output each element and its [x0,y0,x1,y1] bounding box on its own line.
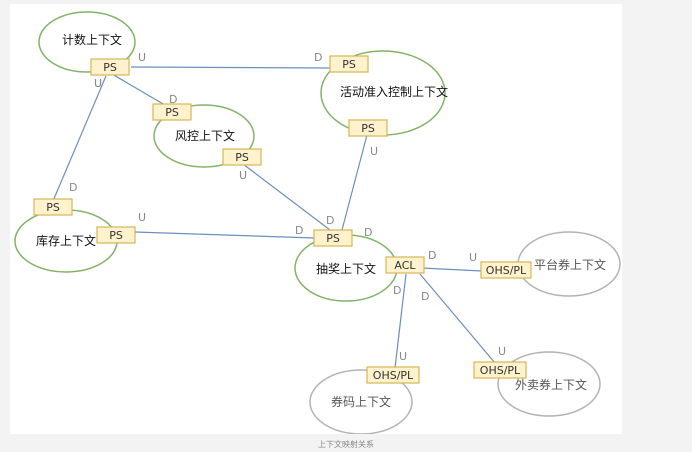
count-ps-text: PS [103,61,117,74]
risk-ps-top-text: PS [165,106,179,119]
stock-ps-right-badge[interactable] [96,226,136,244]
code-ohs-badge[interactable] [366,366,420,384]
count-access-d-label: D [314,51,322,64]
access-lottery-u-label: U [370,145,378,158]
edge-access-lottery [341,134,368,231]
lottery-code-d-label: D [393,284,401,297]
edge-stock-lottery [134,231,316,239]
access-ps-top-badge[interactable] [329,55,369,73]
lottery-code-u-label: U [399,350,407,363]
count-stock-u-label: U [94,77,102,90]
lottery-takeout-d-label: D [421,290,429,303]
access-ps-bottom-badge[interactable] [348,119,388,137]
edge-count-stock [52,75,107,202]
edge-lottery-code [394,273,407,369]
diagram-caption: 上下文映射关系 [318,440,374,449]
risk-context-label: 风控上下文 [175,128,235,143]
code-ohs-text: OHS/PL [373,369,414,382]
lottery-acl-badge[interactable] [385,256,425,274]
stock-ps-top-badge[interactable] [33,198,73,216]
stock-context-label: 库存上下文 [36,233,96,248]
takeout-ohs-badge[interactable] [473,361,527,379]
stock-lottery-u-label: U [138,211,146,224]
risk-ps-right-text: PS [235,151,249,164]
access-ps-top-text: PS [342,58,356,71]
risk-ps-right-badge[interactable] [222,148,262,166]
edge-lottery-takeout [419,273,496,364]
platform-ohs-badge[interactable] [480,261,532,279]
risk-lottery-u-label: U [239,169,247,182]
lottery-takeout-u-label: U [498,345,506,358]
access-context-label: 活动准入控制上下文 [340,84,448,99]
stock-lottery-d-label: D [295,224,303,237]
access-lottery-d-label: D [364,226,372,239]
edge-count-risk [111,73,171,109]
takeout-context-label: 外卖券上下文 [515,377,587,392]
code-context[interactable] [309,369,413,434]
code-context-label: 券码上下文 [331,394,391,409]
stock-ps-top-text: PS [46,201,60,214]
edge-lottery-platform [421,267,483,272]
lottery-context-label: 抽奖上下文 [316,261,376,276]
edge-count-access [130,66,333,69]
lottery-platform-d-label: D [428,249,436,262]
count-stock-d-label: D [69,181,77,194]
count-access-u-label: U [138,51,146,64]
context-map: 计数上下文 风控上下文 活动准入控制上下文 库存上下文 抽奖上下文 平台券上下文… [14,11,621,434]
lottery-ps-badge[interactable] [313,229,353,247]
lottery-platform-u-label: U [469,251,477,264]
takeout-ohs-text: OHS/PL [480,364,521,377]
lottery-ps-text: PS [326,232,340,245]
stock-ps-right-text: PS [109,229,123,242]
count-risk-u-label: U [94,77,102,90]
count-risk-d-label: D [169,93,177,106]
diagram-canvas: 计数上下文 风控上下文 活动准入控制上下文 库存上下文 抽奖上下文 平台券上下文… [10,4,622,434]
count-ps-badge[interactable] [90,58,130,76]
count-context-label: 计数上下文 [62,32,122,47]
risk-ps-top-badge[interactable] [152,103,192,121]
edge-risk-lottery [242,163,331,231]
platform-context-label: 平台券上下文 [534,257,606,272]
platform-ohs-text: OHS/PL [486,264,527,277]
count-context[interactable] [38,11,136,73]
access-ps-bottom-text: PS [361,122,375,135]
lottery-acl-text: ACL [394,259,416,272]
risk-lottery-d-label: D [326,214,334,227]
